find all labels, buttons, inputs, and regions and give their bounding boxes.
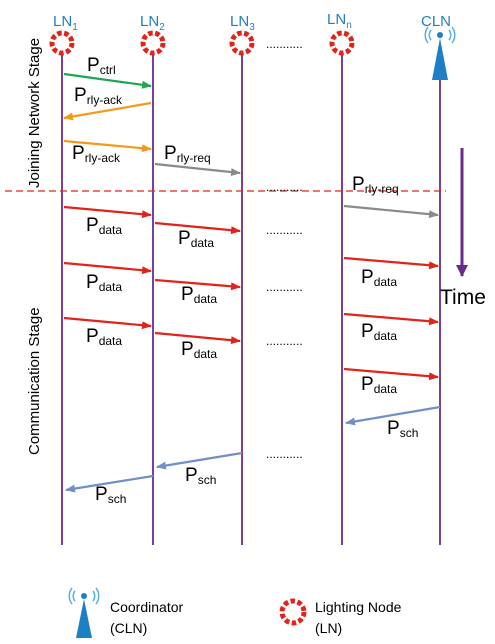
message-label-sch: Psch xyxy=(185,465,216,487)
node-ln3-label: LN3 xyxy=(230,13,255,33)
message-arrow-rly-ack xyxy=(63,101,152,121)
ellipsis: ........... xyxy=(266,223,303,237)
node-lnn-label: LNn xyxy=(327,11,352,31)
message-arrow-ctrl xyxy=(63,72,152,89)
joining-stage-label: Joining Network Stage xyxy=(26,38,43,188)
message-label-data: Pdata xyxy=(86,272,122,294)
ellipsis: ........... xyxy=(266,180,303,194)
ellipsis: ........... xyxy=(266,280,303,294)
data-packets: Pdata Pdata Pdata Pdata Pdata Pdata Pdat… xyxy=(63,205,439,396)
communication-stage-label: Communication Stage xyxy=(26,307,43,455)
message-label-data: Pdata xyxy=(86,326,122,348)
legend-coordinator-label: Coordinator xyxy=(110,599,183,615)
message-arrow-rly-req xyxy=(154,162,241,177)
legend-coordinator-icon xyxy=(68,587,100,638)
message-arrow-rly-req xyxy=(343,204,439,219)
legend-lighting-node-label: Lighting Node xyxy=(315,599,402,615)
node-ln2-label: LN2 xyxy=(140,13,165,33)
message-label-rly-req: Prly-req xyxy=(164,143,211,165)
message-arrow-data xyxy=(63,205,152,219)
legend: Coordinator (CLN) Lighting Node (LN) xyxy=(68,587,402,638)
message-arrow-data xyxy=(343,256,439,270)
message-label-sch: Psch xyxy=(387,418,418,440)
lighting-node-icon xyxy=(329,30,355,56)
message-label-rly-ack: Prly-ack xyxy=(72,143,121,165)
message-arrow-data xyxy=(154,331,241,345)
coordinator-antenna-icon xyxy=(424,26,456,80)
message-arrow-sch xyxy=(345,405,441,426)
message-label-rly-req: Prly-req xyxy=(352,174,399,196)
node-rings xyxy=(49,30,355,56)
message-label-data: Pdata xyxy=(178,228,214,250)
message-label-rly-ack: Prly-ack xyxy=(74,85,123,107)
legend-lighting-node-icon xyxy=(279,598,307,626)
ellipsis: ........... xyxy=(266,37,303,51)
lighting-node-icon xyxy=(49,30,75,56)
lighting-node-icon xyxy=(140,30,166,56)
message-arrow-data xyxy=(343,312,439,326)
legend-coordinator-sublabel: (CLN) xyxy=(110,620,147,636)
message-arrow-data xyxy=(154,278,241,291)
message-arrow-data xyxy=(154,221,241,235)
message-label-data: Pdata xyxy=(361,267,397,289)
ellipsis-markers: ........... ........... ........... ....… xyxy=(266,37,303,461)
node-ln1-label: LN1 xyxy=(53,13,78,33)
ellipsis: ........... xyxy=(266,334,303,348)
legend-lighting-node-sublabel: (LN) xyxy=(315,620,342,636)
message-arrow-sch xyxy=(156,451,243,470)
message-label-data: Pdata xyxy=(181,284,217,306)
message-label-data: Pdata xyxy=(361,374,397,396)
node-cln-label: CLN xyxy=(421,13,451,30)
message-arrow-data xyxy=(63,316,152,330)
message-label-sch: Psch xyxy=(95,484,126,506)
ellipsis: ........... xyxy=(266,447,303,461)
lighting-node-icon xyxy=(229,30,255,56)
schedule-packets: Psch Psch Psch xyxy=(65,405,441,506)
message-label-ctrl: Pctrl xyxy=(87,55,116,77)
message-label-data: Pdata xyxy=(86,215,122,237)
message-arrow-data xyxy=(343,367,439,381)
node-headers: LN1 LN2 LN3 LNn CLN xyxy=(53,11,451,33)
lifelines xyxy=(61,52,441,545)
time-label: Time xyxy=(440,286,486,309)
message-arrow-sch xyxy=(65,474,154,493)
message-arrow-rly-ack xyxy=(63,139,152,153)
message-label-data: Pdata xyxy=(361,321,397,343)
message-arrow-data xyxy=(63,261,152,275)
message-label-data: Pdata xyxy=(181,339,217,361)
